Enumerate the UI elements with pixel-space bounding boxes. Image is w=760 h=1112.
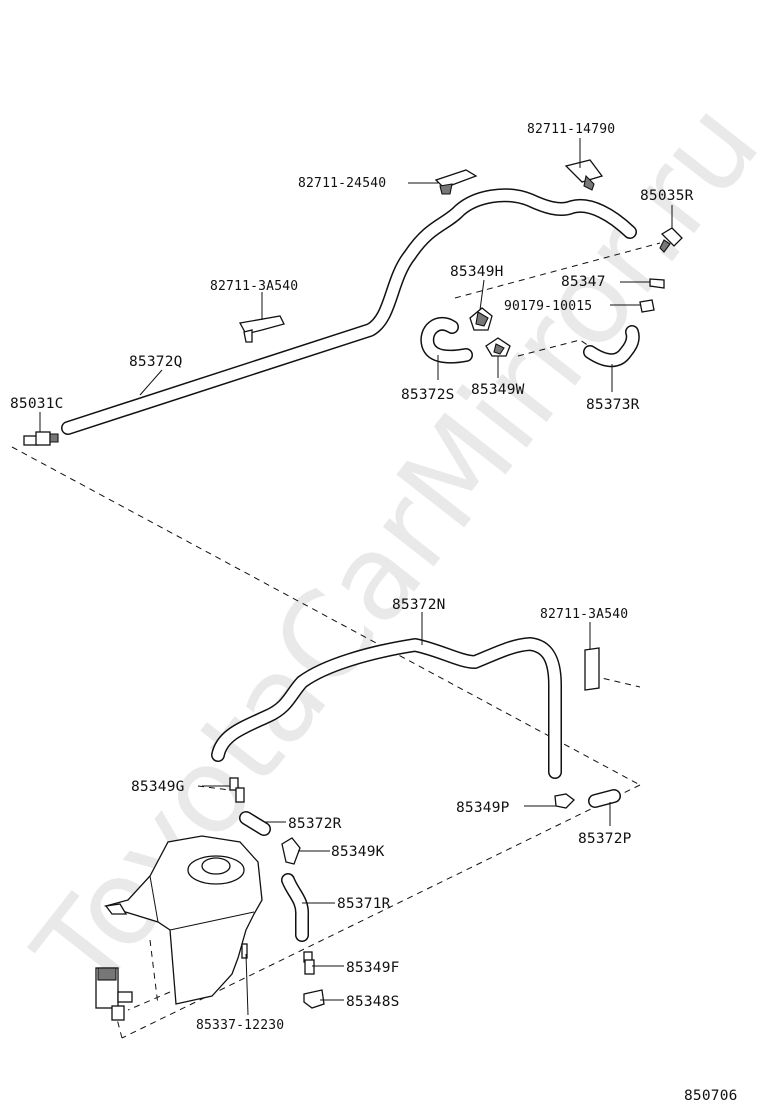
label-85348S: 85348S xyxy=(346,994,400,1010)
nozzle-85035R[interactable] xyxy=(659,227,683,253)
washer-pump[interactable] xyxy=(95,967,133,1021)
hose-85372N[interactable] xyxy=(211,637,562,779)
joint-85349K[interactable] xyxy=(281,837,301,865)
label-85349K: 85349K xyxy=(331,844,385,860)
clamp-90179-10015[interactable] xyxy=(639,299,655,313)
joint-85349W[interactable] xyxy=(485,337,511,357)
leader-lines xyxy=(39,138,673,1016)
clip-82711-3A540-bottom[interactable] xyxy=(584,647,600,691)
label-85372S: 85372S xyxy=(401,387,455,403)
label-85337-12230: 85337-12230 xyxy=(196,1018,284,1033)
grommet-85348S[interactable] xyxy=(303,989,325,1009)
valve-85349H[interactable] xyxy=(469,307,493,331)
joint-85031C[interactable] xyxy=(23,431,59,446)
label-85347: 85347 xyxy=(561,274,606,290)
label-85372N: 85372N xyxy=(392,597,446,613)
label-85349G: 85349G xyxy=(131,779,185,795)
diagram-code: 850706 xyxy=(684,1088,738,1104)
clip-82711-14790[interactable] xyxy=(564,159,604,191)
label-85349F: 85349F xyxy=(346,960,400,976)
watermark-text: ToyotaCarMirror.ru xyxy=(8,77,760,1018)
clip-85347[interactable] xyxy=(649,278,665,289)
part-labels: 82711-14790 82711-24540 85035R 85349H 85… xyxy=(10,122,738,1104)
hose-85373R[interactable] xyxy=(583,325,640,368)
washer-tank-85337-12230[interactable] xyxy=(103,835,263,1005)
label-85373R: 85373R xyxy=(586,397,640,413)
hose-85372S[interactable] xyxy=(420,316,473,364)
joint-85349P[interactable] xyxy=(554,793,575,809)
label-90179-10015: 90179-10015 xyxy=(504,299,592,314)
joint-85349F[interactable] xyxy=(303,951,315,975)
label-85372P: 85372P xyxy=(578,831,632,847)
label-85349H: 85349H xyxy=(450,264,504,280)
label-85372Q: 85372Q xyxy=(129,354,183,370)
label-85031C: 85031C xyxy=(10,396,64,412)
label-85372R: 85372R xyxy=(288,816,342,832)
label-85035R: 85035R xyxy=(640,188,694,204)
clip-82711-24540[interactable] xyxy=(434,169,478,195)
hose-85371R[interactable] xyxy=(281,873,310,942)
hose-85372Q[interactable] xyxy=(61,188,637,435)
hose-85372P[interactable] xyxy=(588,789,621,808)
joint-85349G[interactable] xyxy=(229,777,245,803)
label-82711-24540: 82711-24540 xyxy=(298,176,386,191)
label-82711-14790: 82711-14790 xyxy=(527,122,615,137)
clip-82711-3A540-top[interactable] xyxy=(238,315,285,343)
hose-85372R[interactable] xyxy=(239,811,271,836)
label-85349P: 85349P xyxy=(456,800,510,816)
label-85349W: 85349W xyxy=(471,382,525,398)
label-82711-3A540-bottom: 82711-3A540 xyxy=(540,607,628,622)
label-85371R: 85371R xyxy=(337,896,391,912)
label-82711-3A540-top: 82711-3A540 xyxy=(210,279,298,294)
